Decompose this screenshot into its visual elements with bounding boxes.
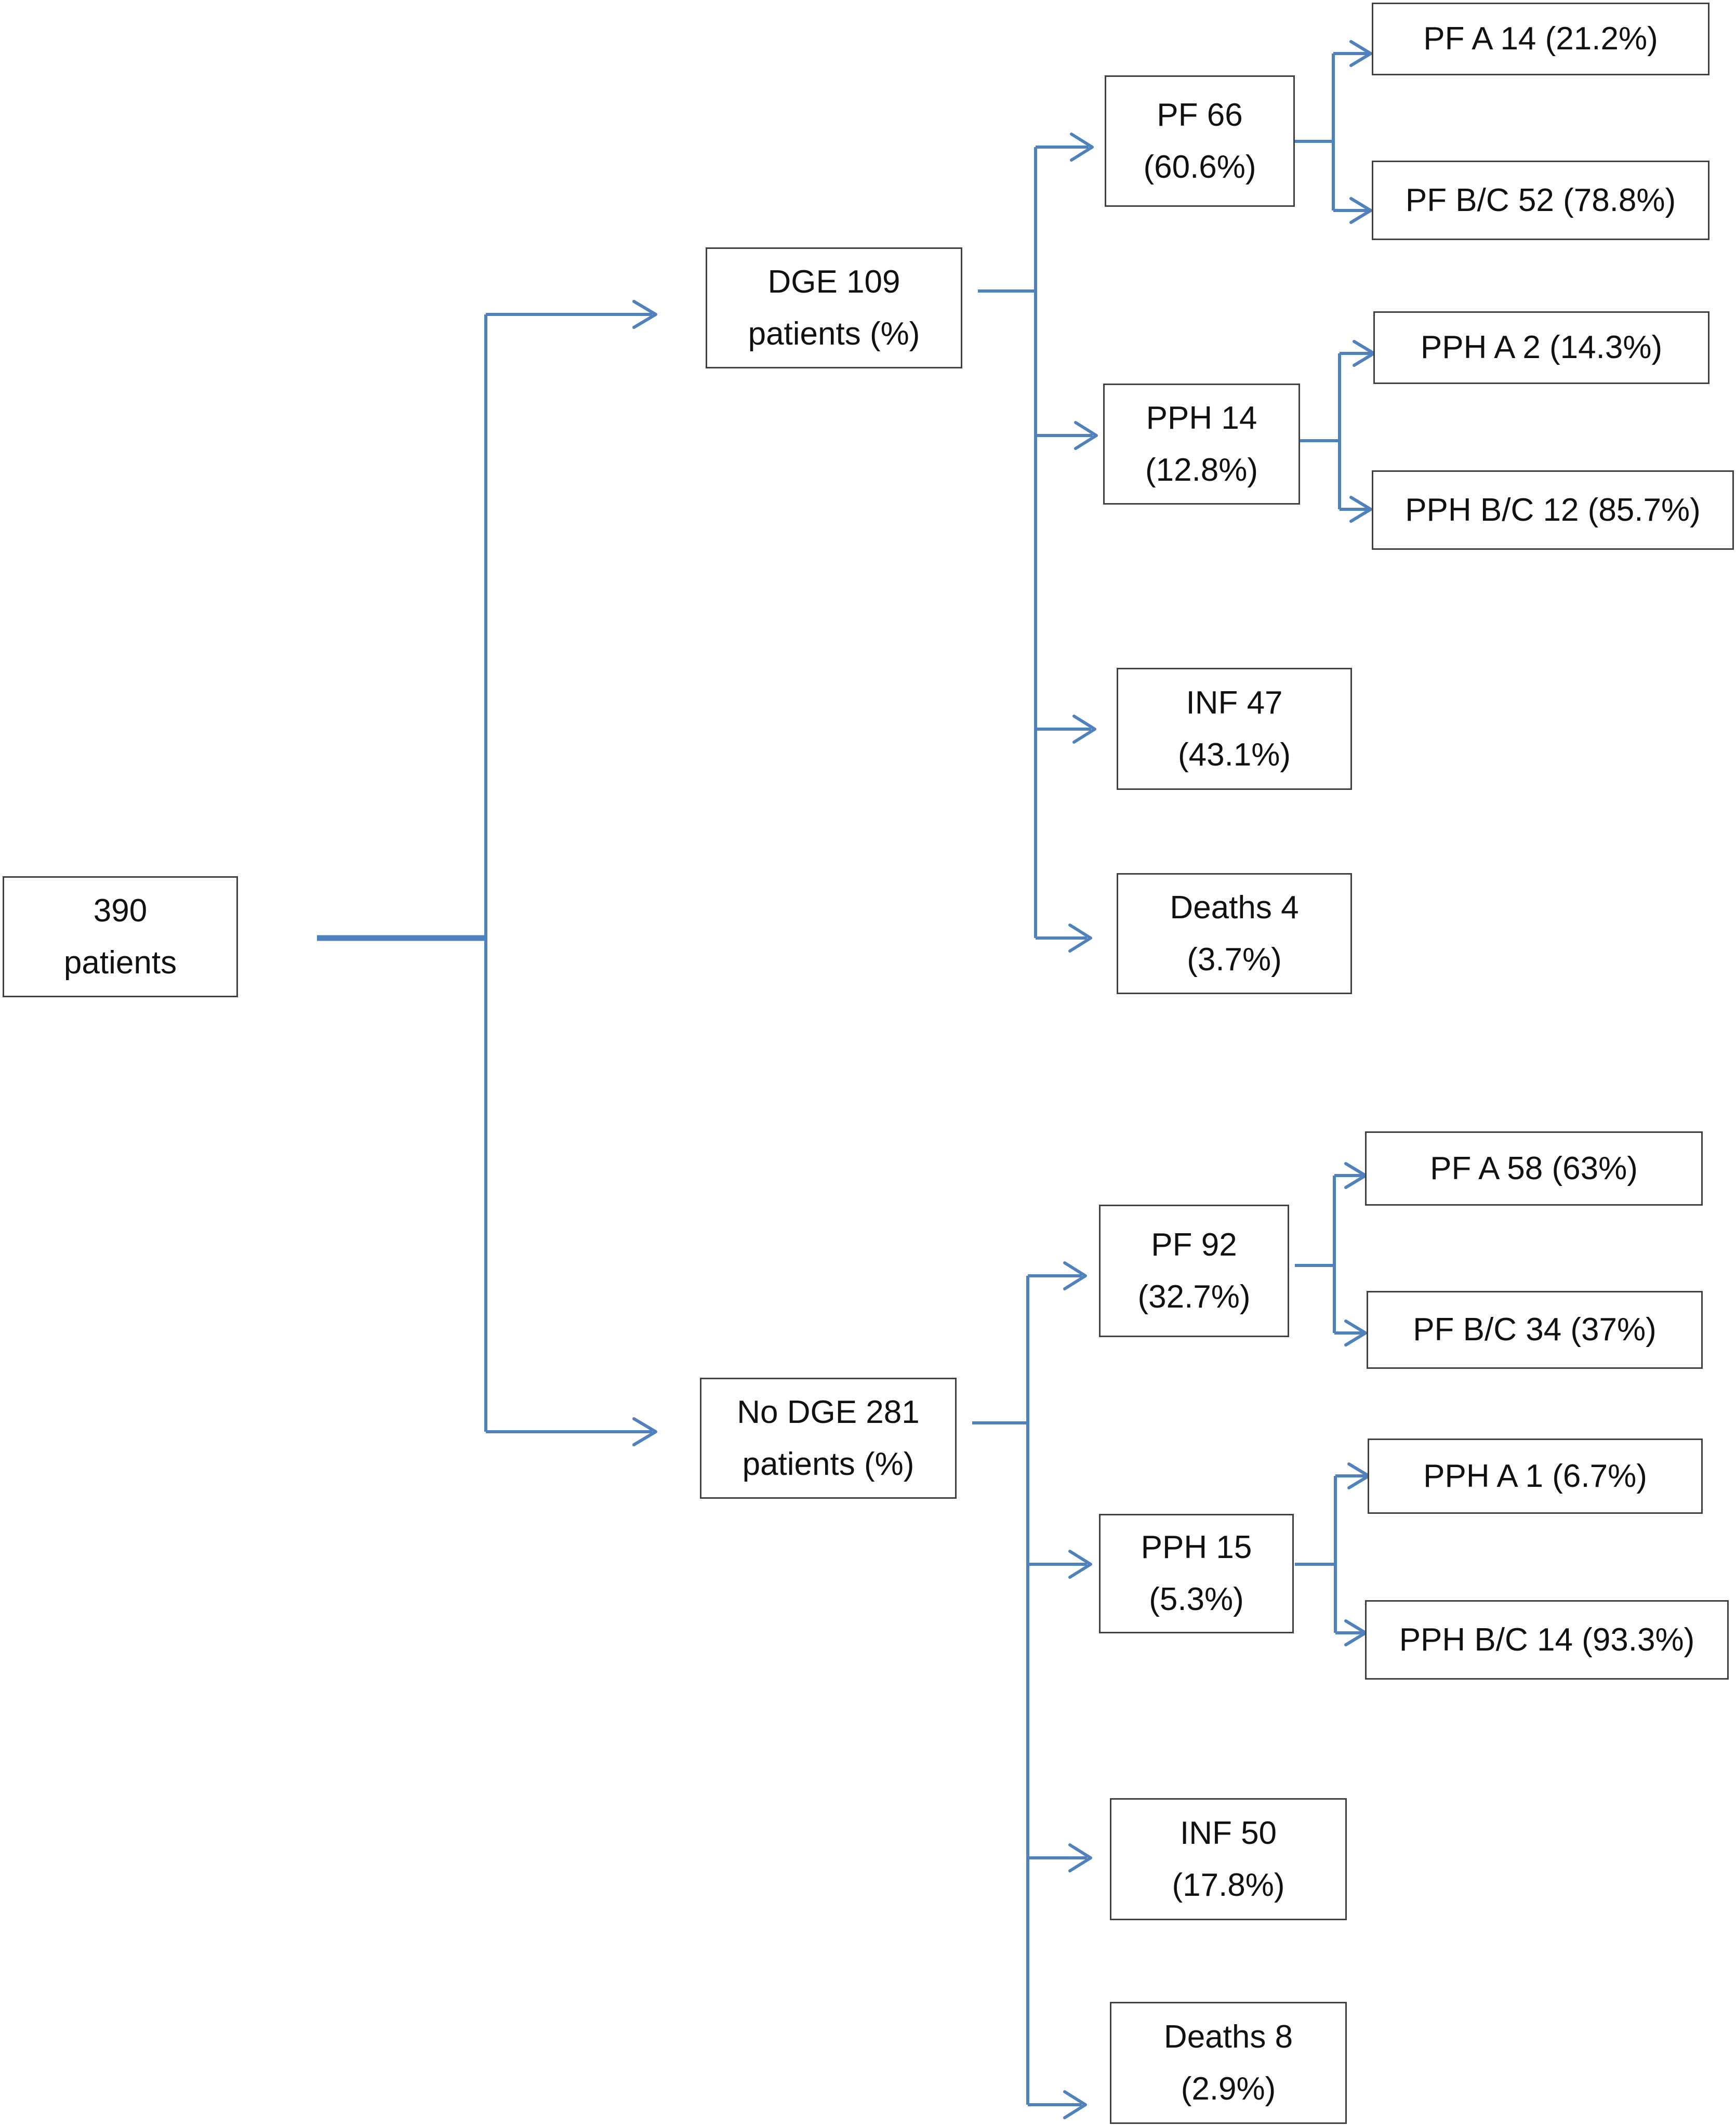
dge-deaths-percent: (3.7%): [1187, 941, 1282, 978]
root-label: patients: [63, 944, 177, 981]
dge-pf-percent: (60.6%): [1143, 149, 1256, 185]
arrow-to-dge-pf: [1070, 133, 1094, 162]
arrow-to-no-dge-inf: [1068, 1843, 1092, 1872]
dge-pf-count: PF 66: [1157, 97, 1243, 133]
no-dge-deaths-percent: (2.9%): [1181, 2070, 1276, 2107]
no-dge-pph-node: PPH 15 (5.3%): [1099, 1514, 1294, 1633]
no-dge-pf-bc-label: PF B/C 34 (37%): [1413, 1312, 1657, 1348]
dge-pph-percent: (12.8%): [1145, 452, 1258, 488]
dge-pf-bc-node: PF B/C 52 (78.8%): [1372, 161, 1710, 240]
no-dge-pf-count: PF 92: [1151, 1226, 1237, 1263]
no-dge-pf-a-label: PF A 58 (63%): [1430, 1150, 1638, 1186]
no-dge-pf-a-node: PF A 58 (63%): [1365, 1131, 1703, 1206]
arrow-to-no-dge: [632, 1417, 657, 1446]
dge-pph-bc-node: PPH B/C 12 (85.7%): [1372, 470, 1734, 550]
no-dge-deaths-node: Deaths 8 (2.9%): [1110, 2002, 1347, 2124]
no-dge-subtitle: patients (%): [742, 1446, 915, 1482]
arrow-to-no-dge-pph: [1068, 1550, 1092, 1579]
no-dge-pph-a-node: PPH A 1 (6.7%): [1368, 1438, 1703, 1514]
dge-inf-node: INF 47 (43.1%): [1117, 668, 1352, 790]
dge-pph-node: PPH 14 (12.8%): [1103, 384, 1300, 505]
arrow-to-no-dge-pf-bc: [1344, 1319, 1367, 1347]
arrow-to-dge-pf-bc: [1349, 197, 1372, 224]
root-node: 390 patients: [3, 876, 238, 997]
dge-title: DGE 109: [767, 263, 900, 300]
dge-pf-node: PF 66 (60.6%): [1105, 75, 1295, 207]
arrow-to-dge: [632, 300, 657, 329]
dge-pph-a-node: PPH A 2 (14.3%): [1373, 311, 1710, 384]
no-dge-inf-node: INF 50 (17.8%): [1110, 1798, 1347, 1920]
dge-pph-a-label: PPH A 2 (14.3%): [1420, 329, 1663, 365]
dge-subtitle: patients (%): [748, 315, 920, 352]
no-dge-node: No DGE 281 patients (%): [700, 1378, 957, 1499]
no-dge-inf-percent: (17.8%): [1172, 1867, 1285, 1903]
dge-deaths-node: Deaths 4 (3.7%): [1117, 873, 1352, 994]
dge-deaths-count: Deaths 4: [1170, 889, 1299, 926]
no-dge-inf-count: INF 50: [1180, 1815, 1277, 1851]
dge-inf-count: INF 47: [1186, 684, 1283, 721]
dge-pph-count: PPH 14: [1146, 400, 1257, 436]
dge-inf-percent: (43.1%): [1177, 736, 1291, 773]
no-dge-pph-count: PPH 15: [1141, 1529, 1252, 1565]
dge-pf-a-label: PF A 14 (21.2%): [1423, 21, 1658, 57]
no-dge-deaths-count: Deaths 8: [1163, 2018, 1293, 2055]
no-dge-pph-bc-label: PPH B/C 14 (93.3%): [1399, 1621, 1695, 1658]
no-dge-pf-node: PF 92 (32.7%): [1099, 1205, 1289, 1337]
dge-pph-bc-label: PPH B/C 12 (85.7%): [1405, 492, 1701, 528]
arrow-to-dge-inf: [1072, 715, 1096, 744]
no-dge-title: No DGE 281: [737, 1394, 920, 1430]
dge-pf-a-node: PF A 14 (21.2%): [1372, 3, 1710, 75]
no-dge-pf-percent: (32.7%): [1137, 1278, 1251, 1315]
arrow-to-dge-pph-bc: [1349, 496, 1372, 523]
no-dge-pph-a-label: PPH A 1 (6.7%): [1423, 1458, 1647, 1494]
root-count: 390: [93, 892, 148, 929]
no-dge-pph-bc-node: PPH B/C 14 (93.3%): [1365, 1600, 1729, 1680]
dge-pf-bc-label: PF B/C 52 (78.8%): [1405, 182, 1676, 218]
arrow-to-dge-pph: [1074, 421, 1098, 450]
arrow-to-no-dge-pf: [1063, 1261, 1087, 1290]
arrow-to-dge-deaths: [1068, 923, 1092, 953]
no-dge-pph-percent: (5.3%): [1149, 1581, 1244, 1617]
dge-node: DGE 109 patients (%): [706, 247, 962, 368]
arrow-to-dge-pf-a: [1349, 40, 1372, 67]
arrow-to-no-dge-deaths: [1063, 2090, 1087, 2119]
no-dge-pf-bc-node: PF B/C 34 (37%): [1367, 1291, 1703, 1369]
